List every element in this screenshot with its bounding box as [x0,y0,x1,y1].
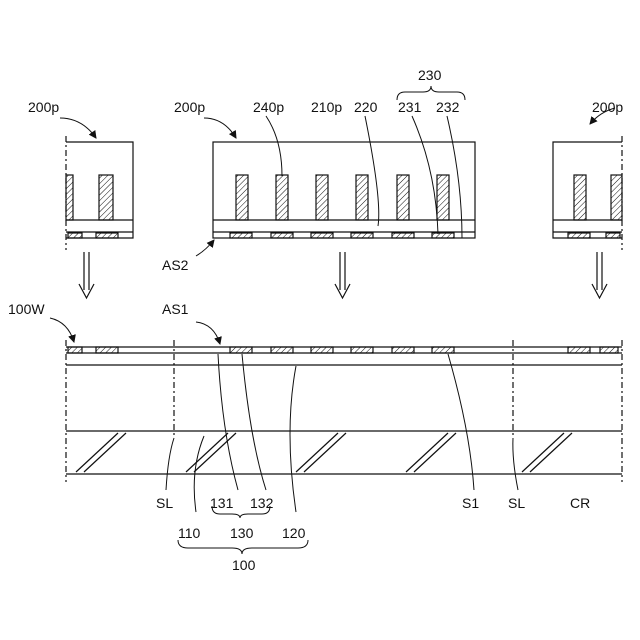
wafer-bond-pad [68,347,82,353]
wafer-bond-pad [351,347,373,353]
chip-center-pad [437,175,449,220]
chip-left-pad [66,175,73,220]
label-surface-as1: AS1 [162,301,189,317]
wafer-bond-pad [230,347,252,353]
label-pad-131: 131 [210,495,234,511]
label-region-cr: CR [570,495,590,511]
label-chip-center: 200p [174,99,205,115]
wafer-bond-pad [96,347,118,353]
label-substrate-210: 210p [311,99,342,115]
chip-center-pad [356,175,368,220]
chip-center-bond-pad [392,233,414,238]
chip-left-bond-pad [96,233,118,238]
label-pad-231: 231 [398,99,422,115]
label-group-230: 230 [418,67,442,83]
label-group-130: 130 [230,525,254,541]
chip-left-pad [99,175,113,220]
wafer-bond-pad [432,347,454,353]
label-wafer-100: 100 [232,557,256,573]
label-layer-110: 110 [178,525,201,541]
down-arrow-center [335,252,350,298]
chip-center [213,142,475,238]
chip-right-pad [574,175,586,220]
chip-right-bond-pad [568,233,590,238]
label-pad-232: 232 [436,99,460,115]
label-layer-120: 120 [282,525,306,541]
bottom-layer-hatch [76,433,572,472]
label-layer-220: 220 [354,99,378,115]
labels: 200p 200p 240p 210p 220 230 231 232 200p… [8,67,623,573]
chip-center-bond-pad [271,233,293,238]
chip-center-pad [316,175,328,220]
chip-center-bond-pad [351,233,373,238]
wafer-bond-pad [392,347,414,353]
label-pad-132: 132 [250,495,274,511]
chip-left-bond-pad [68,233,82,238]
chip-right-pad [611,175,622,220]
chip-center-pad [236,175,248,220]
wafer-100w [66,340,622,482]
chip-center-pad [397,175,409,220]
label-scribe-right: SL [508,495,525,511]
wafer-bond-pad [568,347,590,353]
label-chip-left: 200p [28,99,59,115]
label-surface-as2: AS2 [162,257,189,273]
chip-left [66,136,133,250]
chip-center-bond-pad [432,233,454,238]
label-chip-right: 200p [592,99,623,115]
down-arrow-left [79,252,94,298]
chip-right-bond-pad [606,233,620,238]
wafer-bond-pad [600,347,618,353]
down-arrow-right [592,252,607,298]
chip-center-bond-pad [230,233,252,238]
chip-center-bond-pad [311,233,333,238]
wafer-bond-pad [311,347,333,353]
chip-center-pad [276,175,288,220]
label-wafer: 100W [8,301,45,317]
label-scribe-left: SL [156,495,173,511]
chip-right [553,136,622,250]
wafer-bond-pad [271,347,293,353]
label-trace-s1: S1 [462,495,479,511]
label-pad-240: 240p [253,99,284,115]
leader-lines [50,86,615,554]
